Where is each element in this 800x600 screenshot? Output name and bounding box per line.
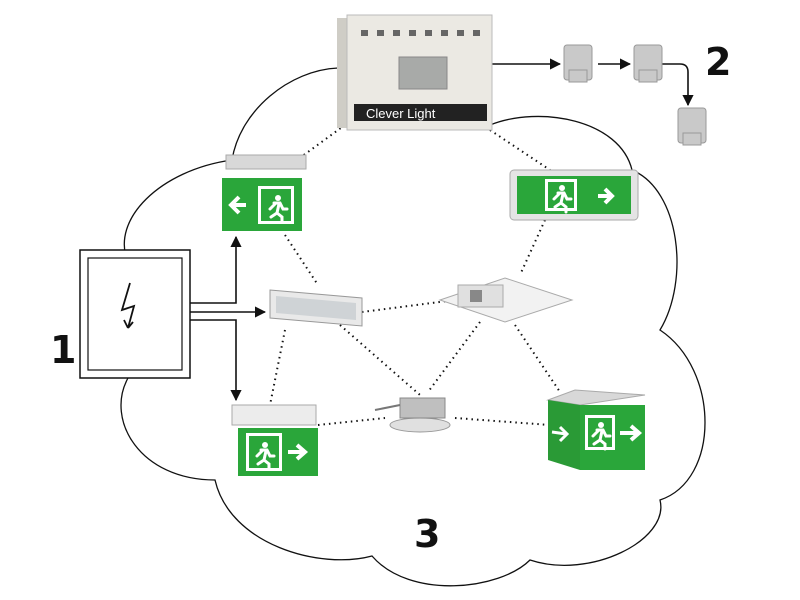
linear-luminaire bbox=[269, 289, 363, 327]
clever-light-controller: Clever Light bbox=[337, 14, 493, 131]
power-distribution-panel bbox=[79, 249, 191, 379]
controller-brand: Clever Light bbox=[366, 106, 436, 121]
module-bus bbox=[492, 58, 694, 107]
lightning-icon bbox=[120, 282, 136, 329]
exit-sign-bottom bbox=[231, 404, 318, 476]
downlight-luminaire bbox=[374, 397, 451, 433]
din-modules bbox=[563, 44, 707, 146]
arrow-left-icon bbox=[228, 195, 246, 215]
network-cloud bbox=[120, 67, 706, 587]
exit-sign-left bbox=[222, 154, 307, 231]
network-links bbox=[269, 124, 561, 426]
ceiling-luminaire bbox=[438, 277, 574, 323]
label-power-panel: 1 bbox=[50, 328, 77, 372]
label-modules: 2 bbox=[705, 40, 732, 84]
exit-sign-right bbox=[509, 169, 639, 221]
arrow-right-icon bbox=[288, 443, 309, 461]
power-lines bbox=[190, 235, 267, 402]
exit-sign-cube bbox=[546, 389, 646, 470]
arrow-right-icon bbox=[620, 424, 643, 442]
arrow-right-icon bbox=[598, 187, 615, 205]
label-network: 3 bbox=[414, 512, 441, 556]
